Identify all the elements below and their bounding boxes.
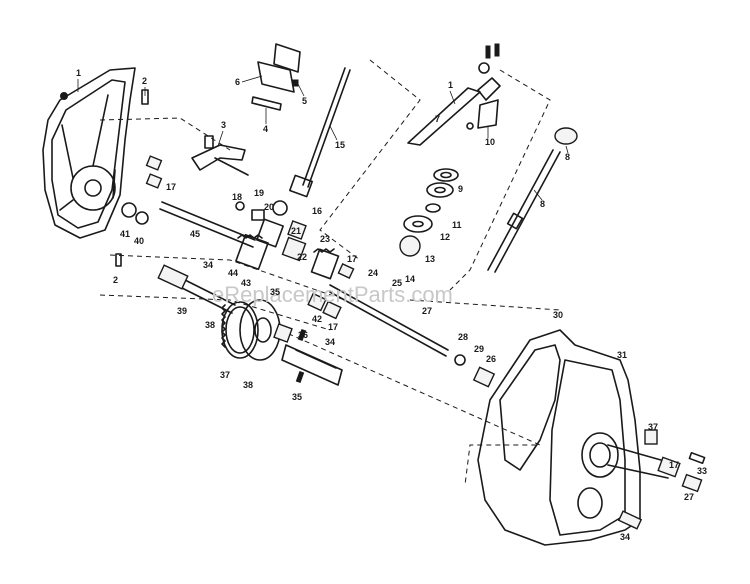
callout-label: 25 bbox=[392, 278, 402, 288]
knob-and-rod bbox=[487, 127, 578, 273]
callout-label: 34 bbox=[203, 260, 213, 270]
callout-label: 8 bbox=[540, 199, 545, 209]
callout-label: 27 bbox=[422, 306, 432, 316]
callout-label: 11 bbox=[452, 220, 462, 230]
lever-blade bbox=[407, 43, 501, 146]
leader-lines bbox=[77, 75, 569, 201]
callout-label: 2 bbox=[113, 275, 118, 285]
callout-label: 45 bbox=[190, 229, 200, 239]
callout-label: 22 bbox=[297, 252, 307, 262]
callout-label: 17 bbox=[328, 322, 338, 332]
callout-label: 17 bbox=[166, 182, 176, 192]
callout-label: 35 bbox=[292, 392, 302, 402]
callout-label: 20 bbox=[264, 202, 274, 212]
callout-label: 44 bbox=[228, 268, 238, 278]
callout-label: 41 bbox=[120, 229, 130, 239]
callout-label: 35 bbox=[270, 287, 280, 297]
callout-label: 13 bbox=[425, 254, 435, 264]
callout-label: 1 bbox=[448, 80, 453, 90]
callout-label: 34 bbox=[325, 337, 335, 347]
callout-label: 10 bbox=[485, 137, 495, 147]
callout-label: 2 bbox=[142, 76, 147, 86]
watermark-text: eReplacementParts.com bbox=[212, 282, 453, 307]
callout-label: 28 bbox=[458, 332, 468, 342]
long-rod bbox=[289, 67, 351, 198]
left-gear-housing bbox=[42, 67, 136, 239]
callout-label: 38 bbox=[243, 380, 253, 390]
callout-label: 31 bbox=[617, 350, 627, 360]
callout-label: 40 bbox=[134, 236, 144, 246]
callout-label: 42 bbox=[312, 314, 322, 324]
callout-label: 9 bbox=[458, 184, 463, 194]
callout-label: 3 bbox=[221, 120, 226, 130]
callout-label: 4 bbox=[263, 124, 268, 134]
shift-fork bbox=[191, 135, 249, 176]
callout-label: 37 bbox=[648, 422, 658, 432]
callout-label: 5 bbox=[302, 96, 307, 106]
callout-label: 34 bbox=[620, 532, 630, 542]
key-and-pins bbox=[281, 328, 343, 386]
callout-label: 17 bbox=[669, 460, 679, 470]
callout-label: 43 bbox=[241, 278, 251, 288]
callout-label: 1 bbox=[76, 68, 81, 78]
washers-stack bbox=[399, 168, 459, 257]
right-gear-housing bbox=[477, 329, 669, 546]
callout-label: 8 bbox=[565, 152, 570, 162]
callout-label: 14 bbox=[405, 274, 415, 284]
callout-label: 30 bbox=[553, 310, 563, 320]
bracket bbox=[466, 99, 499, 130]
callout-label: 39 bbox=[177, 306, 187, 316]
callout-label: 24 bbox=[368, 268, 378, 278]
callout-label: 26 bbox=[486, 354, 496, 364]
callout-label: 7 bbox=[435, 114, 440, 124]
callout-label: 27 bbox=[684, 492, 694, 502]
callout-label: 33 bbox=[697, 466, 707, 476]
callout-label: 16 bbox=[312, 206, 322, 216]
callout-label: 37 bbox=[220, 370, 230, 380]
callout-label: 15 bbox=[335, 140, 345, 150]
callout-label: 12 bbox=[440, 232, 450, 242]
callout-labels: 1 2 3 4 5 6 15 1 10 8 8 11 12 9 13 14 17… bbox=[76, 68, 707, 542]
callout-label: 21 bbox=[291, 226, 301, 236]
callout-label: 29 bbox=[474, 344, 484, 354]
callout-label: 17 bbox=[347, 254, 357, 264]
callout-label: 18 bbox=[232, 192, 242, 202]
callout-label: 38 bbox=[205, 320, 215, 330]
callout-label: 36 bbox=[298, 330, 308, 340]
mounting-plates bbox=[251, 43, 301, 111]
upper-shaft bbox=[121, 155, 340, 280]
callout-label: 6 bbox=[235, 77, 240, 87]
callout-label: 23 bbox=[320, 234, 330, 244]
middle-shaft bbox=[307, 263, 496, 388]
lower-gear-assembly bbox=[157, 264, 293, 361]
callout-label: 19 bbox=[254, 188, 264, 198]
right-small-parts bbox=[617, 451, 706, 530]
